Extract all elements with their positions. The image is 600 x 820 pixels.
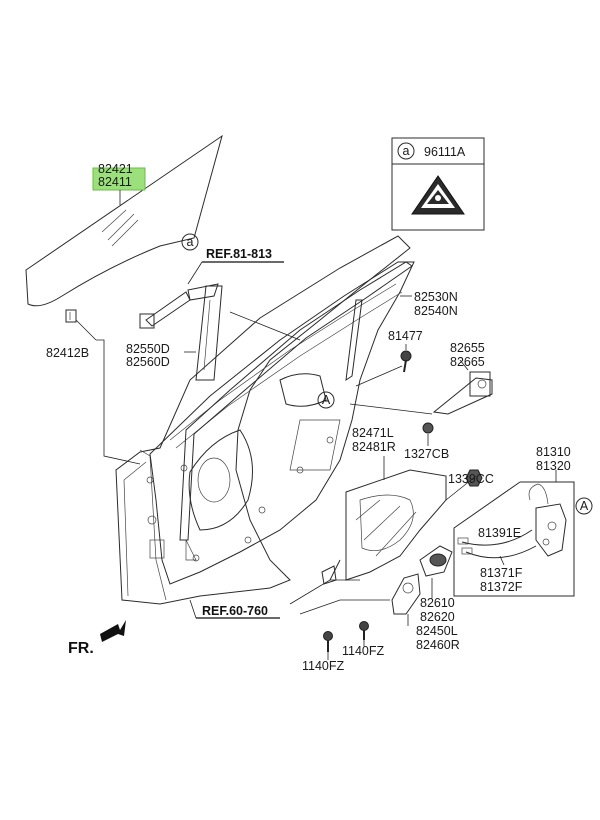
label-82620: 82620 — [420, 610, 455, 624]
label-1339cc: 1339CC — [448, 472, 494, 486]
run-clip — [65, 309, 77, 323]
bolt-81477 — [400, 350, 412, 373]
label-81371f: 81371F — [480, 566, 523, 580]
screw-1327cb — [422, 422, 434, 434]
callout-a-glass-label: a — [187, 235, 194, 249]
latch-box — [453, 481, 575, 597]
warning-sticker-icon — [411, 175, 465, 215]
callout-a-latch — [575, 497, 593, 515]
door-inner-panel — [149, 261, 415, 585]
legend-code: 96111A — [424, 145, 466, 159]
label-82421: 82421 — [98, 162, 133, 176]
label-82411: 82411 — [98, 175, 132, 189]
label-82560d: 82560D — [126, 355, 170, 369]
callout-a-latch-label: A — [580, 499, 589, 513]
callout-a-door-label: A — [322, 393, 331, 407]
window-motor — [391, 573, 421, 615]
legend-box: a 96111A — [391, 137, 485, 231]
label-1327cb: 1327CB — [404, 447, 449, 461]
legend-letter: a — [403, 144, 410, 158]
callout-a-glass — [181, 233, 199, 251]
label-81372f: 81372F — [480, 580, 523, 594]
window-glass — [25, 134, 223, 307]
ref-81-813: REF.81-813 — [206, 247, 272, 261]
label-81310: 81310 — [536, 445, 571, 459]
label-82450l: 82450L — [416, 624, 458, 638]
label-82412b: 82412B — [46, 346, 89, 360]
label-81477: 81477 — [388, 329, 423, 343]
highlight-box — [92, 167, 146, 191]
label-1140fz-a: 1140FZ — [302, 659, 345, 673]
regulator-assembly — [321, 469, 447, 585]
window-regulator — [139, 283, 223, 381]
ref-60-760: REF.60-760 — [202, 604, 268, 618]
inside-handle — [419, 545, 453, 577]
door-check — [432, 371, 493, 415]
glass-run-channel — [179, 261, 413, 541]
bolt-1140fz-a — [323, 631, 333, 652]
label-82530n: 82530N — [414, 290, 458, 304]
bolt-1140fz-b — [359, 621, 369, 640]
label-82471l: 82471L — [352, 426, 394, 440]
label-82460r: 82460R — [416, 638, 460, 652]
door-outer-panel — [115, 235, 411, 605]
label-1140fz-b: 1140FZ — [342, 644, 385, 658]
front-marker: FR. — [68, 640, 94, 657]
label-81320: 81320 — [536, 459, 571, 473]
label-82550d: 82550D — [126, 342, 170, 356]
label-82610: 82610 — [420, 596, 455, 610]
label-82665: 82665 — [450, 355, 485, 369]
label-81391e: 81391E — [478, 526, 521, 540]
label-82655: 82655 — [450, 341, 485, 355]
callout-a-door — [317, 391, 335, 409]
label-82481r: 82481R — [352, 440, 396, 454]
label-82540n: 82540N — [414, 304, 458, 318]
front-arrow-icon — [100, 620, 126, 642]
